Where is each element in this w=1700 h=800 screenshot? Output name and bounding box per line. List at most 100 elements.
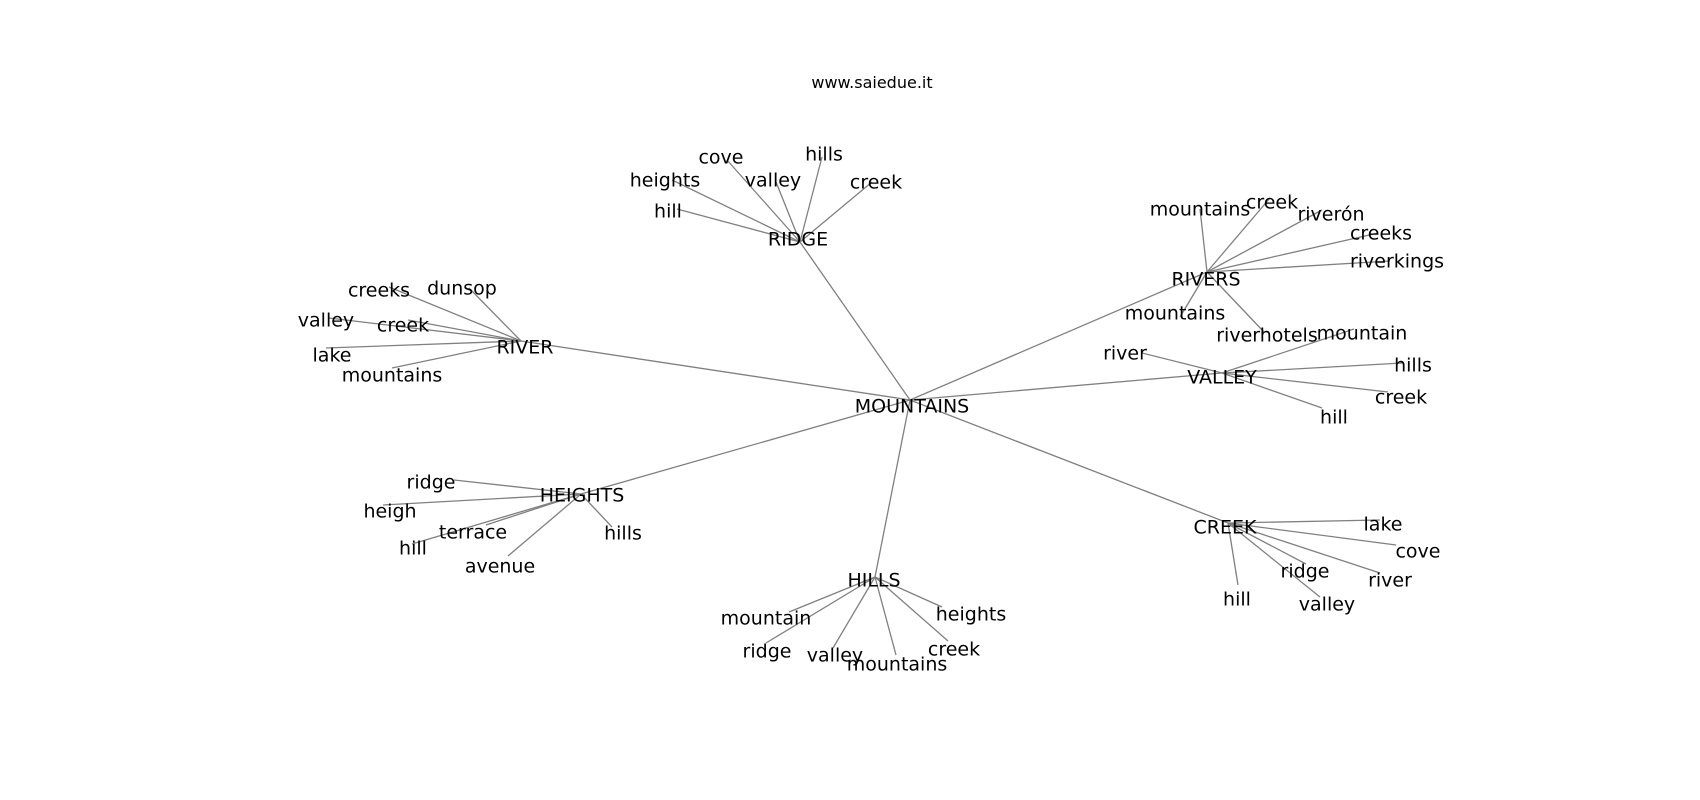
edge-river-leaf (325, 340, 522, 349)
edge-layer (325, 156, 1404, 656)
leaf-label-hills: mountains (847, 654, 948, 676)
leaf-label-rivers: riverkings (1350, 251, 1444, 273)
leaf-label-river: mountains (342, 365, 443, 387)
edge-ridge-leaf (676, 208, 801, 243)
leaf-label-valley: hill (1320, 407, 1348, 429)
edge-valley-leaf (1221, 372, 1389, 393)
edge-root-hills (874, 399, 911, 578)
leaf-label-rivers: creek (1246, 192, 1298, 214)
site-label: www.saiedue.it (811, 73, 932, 92)
edge-root-river (520, 340, 911, 401)
leaf-label-heights: hill (399, 538, 427, 560)
edge-root-rivers (909, 271, 1208, 401)
edge-heights-leaf (382, 493, 582, 506)
edge-creek-leaf (1227, 522, 1239, 586)
hub-label-river: RIVER (496, 337, 553, 359)
edge-root-heights (580, 399, 911, 495)
leaf-label-ridge: hills (805, 144, 843, 166)
edge-heights-leaf (507, 493, 582, 557)
hub-label-valley: VALLEY (1187, 367, 1257, 389)
edge-heights-leaf (580, 493, 613, 528)
leaf-label-ridge: hill (654, 201, 682, 223)
leaf-label-heights: terrace (439, 522, 507, 544)
edge-root-creek (909, 399, 1229, 524)
edge-valley-leaf (1221, 372, 1323, 409)
edge-rivers-leaf (1179, 271, 1208, 318)
edge-creek-leaf (1227, 522, 1397, 546)
edge-hills-leaf (788, 576, 876, 613)
edge-heights-leaf (453, 479, 582, 495)
leaf-label-creek: hill (1223, 589, 1251, 611)
leaf-label-rivers: creeks (1350, 223, 1412, 245)
edge-river-leaf (388, 286, 522, 342)
leaf-label-river: lake (313, 345, 352, 367)
leaf-label-river: dunsop (427, 278, 497, 300)
leaf-label-heights: hills (604, 523, 642, 545)
leaf-label-valley: creek (1375, 387, 1427, 409)
hub-label-heights: HEIGHTS (540, 485, 625, 507)
leaf-label-rivers: riverhotels (1216, 325, 1318, 347)
leaf-label-hills: mountain (721, 608, 812, 630)
edge-rivers-leaf (1206, 197, 1271, 273)
hub-label-ridge: RIDGE (768, 229, 828, 251)
edge-ridge-leaf (671, 179, 801, 243)
leaf-label-river: creek (377, 315, 429, 337)
edge-rivers-leaf (1206, 271, 1265, 333)
leaf-label-hills: heights (936, 604, 1006, 626)
edge-river-leaf (407, 319, 522, 342)
edge-hills-leaf (874, 576, 897, 656)
edge-root-valley (909, 372, 1223, 401)
leaf-label-valley: mountain (1317, 323, 1408, 345)
hub-label-creek: CREEK (1194, 517, 1257, 539)
leaf-label-creek: valley (1299, 594, 1355, 616)
edge-ridge-leaf (775, 181, 801, 243)
edge-rivers-leaf (1206, 209, 1323, 273)
edge-creek-leaf (1227, 519, 1381, 524)
leaf-label-river: valley (298, 310, 354, 332)
edge-valley-leaf (1221, 328, 1355, 374)
edge-valley-leaf (1141, 352, 1223, 374)
leaf-label-ridge: valley (745, 170, 801, 192)
leaf-label-heights: heigh (363, 501, 416, 523)
leaf-label-heights: ridge (407, 472, 456, 494)
leaf-label-ridge: heights (630, 170, 700, 192)
leaf-label-creek: river (1368, 570, 1412, 592)
edge-hills-leaf (874, 576, 949, 642)
hub-label-rivers: RIVERS (1171, 269, 1240, 291)
leaf-label-rivers: mountains (1150, 199, 1251, 221)
leaf-label-rivers: riverón (1297, 204, 1364, 226)
edge-creek-leaf (1227, 522, 1321, 598)
edge-ridge-leaf (799, 181, 873, 243)
edge-hills-leaf (765, 576, 876, 644)
leaf-label-hills: valley (807, 645, 863, 667)
leaf-label-ridge: cove (698, 147, 743, 169)
leaf-label-creek: ridge (1281, 561, 1330, 583)
edge-rivers-leaf (1206, 232, 1379, 273)
edge-ridge-leaf (799, 156, 823, 243)
edge-river-leaf (391, 340, 522, 369)
hub-label-hills: HILLS (847, 570, 900, 592)
leaf-label-rivers: mountains (1125, 303, 1226, 325)
leaf-label-ridge: creek (850, 172, 902, 194)
edge-hills-leaf (832, 576, 876, 649)
leaf-label-valley: hills (1394, 355, 1432, 377)
leaf-label-hills: creek (928, 639, 980, 661)
leaf-label-river: creeks (348, 280, 410, 302)
edge-rivers-leaf (1206, 260, 1391, 273)
leaf-label-creek: cove (1395, 541, 1440, 563)
leaf-label-heights: avenue (465, 556, 535, 578)
edge-creek-leaf (1227, 522, 1307, 565)
edge-river-leaf (328, 317, 522, 342)
edge-heights-leaf (411, 493, 582, 545)
edge-valley-leaf (1221, 362, 1404, 374)
edge-hills-leaf (874, 576, 943, 608)
edge-river-leaf (468, 287, 522, 342)
edge-root-ridge (799, 241, 911, 401)
leaf-label-creek: lake (1364, 514, 1403, 536)
root-label: MOUNTAINS (855, 396, 969, 418)
leaf-label-valley: river (1103, 343, 1147, 365)
edge-ridge-leaf (726, 159, 801, 243)
leaf-label-hills: ridge (743, 641, 792, 663)
